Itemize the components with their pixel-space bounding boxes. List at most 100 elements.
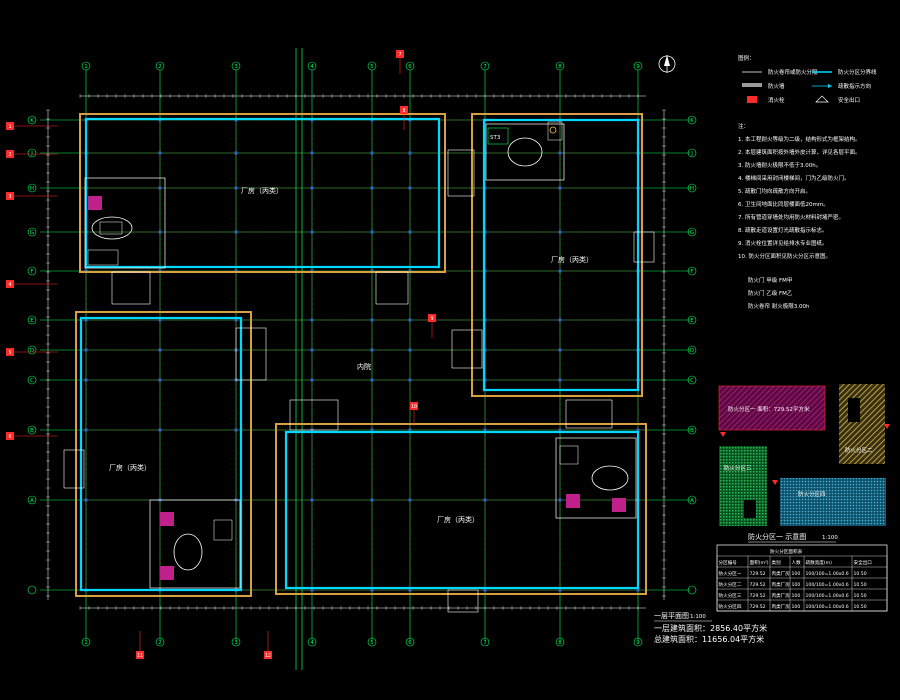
axis-label: 4 [310, 64, 314, 70]
marker-box [396, 50, 404, 58]
partition-scale: 1:100 [822, 535, 838, 541]
table-cell: 10.50 [854, 604, 867, 610]
marker-box [6, 348, 14, 356]
axis-label: H [30, 186, 34, 192]
fire-door-note: 防火门 甲级 FM甲 [748, 276, 792, 284]
axis-label: 9 [636, 640, 640, 646]
column-marker [234, 230, 238, 234]
room-label-courtyard: 内院 [357, 362, 371, 371]
note-line: 3. 防火墙耐火极限不低于3.00h。 [738, 161, 821, 169]
axis-label: 1 [84, 64, 88, 70]
column-marker [158, 186, 162, 190]
callout-marker: 12 [264, 631, 272, 659]
note-line: 6. 卫生间地面比同层楼面低20mm。 [738, 200, 829, 208]
table-cell: 100 [792, 582, 801, 588]
callout-marker: 11 [136, 631, 144, 659]
column-marker [84, 348, 88, 352]
wall-block-d-outer [275, 423, 647, 595]
axis-label: K [30, 118, 34, 124]
building-walls [75, 113, 647, 597]
stair-core-c [149, 499, 241, 589]
table-cell: 防火分区二 [719, 581, 742, 588]
table-cell: 100/100=1.00x0.6 [806, 582, 849, 588]
stair-core-d [555, 437, 637, 519]
partition-zone-2-label: 防火分区二 [845, 446, 873, 454]
axis-label: C [30, 378, 34, 384]
wall-block-a-outer [79, 113, 446, 273]
wall-block-b-inner [482, 118, 640, 392]
column-marker [370, 230, 374, 234]
note-line: 1. 本工程耐火等级为二级，结构形式为框架结构。 [738, 135, 861, 143]
marker-box [264, 651, 272, 659]
table-cell: 729.52 [750, 604, 766, 610]
partition-zone-4 [780, 478, 886, 526]
legend-item: 防火卷帘或防火分隔 [742, 68, 818, 76]
column-marker [558, 318, 562, 322]
axis-label: B [30, 428, 34, 434]
column-marker [408, 318, 412, 322]
column-marker [408, 186, 412, 190]
column-marker [84, 428, 88, 432]
table-header: 面积(m²) [750, 559, 769, 566]
marker-box [6, 280, 14, 288]
marker-number: 6 [8, 434, 11, 440]
axis-label: G [690, 230, 694, 236]
design-notes: 注： 1. 本工程耐火等级为二级，结构形式为框架结构。2. 本层建筑面积按外墙外… [738, 122, 861, 310]
table-header: 疏散宽度(m) [806, 559, 833, 566]
column-marker [310, 230, 314, 234]
partition-zone-4-label: 防火分区四 [798, 490, 826, 498]
stair-core-a [84, 177, 166, 269]
axis-label: D [30, 348, 34, 354]
callout-marker: 2 [6, 150, 58, 158]
axis-bubble [405, 61, 415, 71]
note-line: 2. 本层建筑面积按外墙外皮计算，详见各层平面。 [738, 148, 861, 156]
axis-bubble [687, 585, 697, 595]
column-marker [558, 348, 562, 352]
svg-text:防火分区分界线: 防火分区分界线 [838, 68, 877, 76]
marker-number: 2 [8, 152, 11, 158]
svg-text:消火栓: 消火栓 [768, 96, 785, 104]
axis-bubble [27, 148, 37, 158]
marker-box [6, 150, 14, 158]
marker-number: 3 [8, 194, 11, 200]
svg-text:安全出口: 安全出口 [838, 96, 860, 104]
table-cell: 丙类厂房 [772, 603, 791, 610]
column-marker [370, 588, 374, 592]
callout-marker: 5 [6, 348, 58, 356]
wall-block-a-inner [84, 117, 441, 269]
column-marker [558, 378, 562, 382]
axis-label: 1 [84, 640, 88, 646]
column-marker [310, 378, 314, 382]
axis-bubble [687, 495, 697, 505]
axis-bubble [27, 227, 37, 237]
stair-core-b: ST3 [485, 121, 565, 181]
column-marker [234, 318, 238, 322]
table-cell: 100 [792, 571, 801, 577]
column-marker [483, 498, 487, 502]
table-header: 安全出口 [854, 559, 873, 566]
axis-bubble [307, 637, 317, 647]
floor-area-stat: 一层建筑面积：2856.40平方米 [654, 623, 767, 633]
callout-marker: 10 [410, 402, 418, 426]
axis-label: 7 [483, 64, 487, 70]
column-marker [558, 151, 562, 155]
marker-number: 5 [8, 350, 11, 356]
axis-bubble [687, 183, 697, 193]
table-cell: 10.50 [854, 571, 867, 577]
axis-label: A [690, 498, 694, 504]
legend-item: 疏散指示方向 [812, 82, 871, 90]
column-marker [310, 348, 314, 352]
column-marker [408, 348, 412, 352]
column-marker [558, 186, 562, 190]
axis-bubble [555, 637, 565, 647]
table-cell: 100 [792, 604, 801, 610]
column-marker [158, 348, 162, 352]
column-marker [370, 318, 374, 322]
marker-box [410, 402, 418, 410]
legend: 图例： 防火卷帘或防火分隔 防火分区分界线 防火墙 疏散指示方向 消火栓 安全出… [738, 54, 877, 104]
column-marker [84, 498, 88, 502]
axis-label: F [690, 269, 693, 275]
marker-number: 10 [411, 404, 417, 410]
table-cell: 10.50 [854, 582, 867, 588]
table-header: 分区编号 [719, 559, 738, 566]
